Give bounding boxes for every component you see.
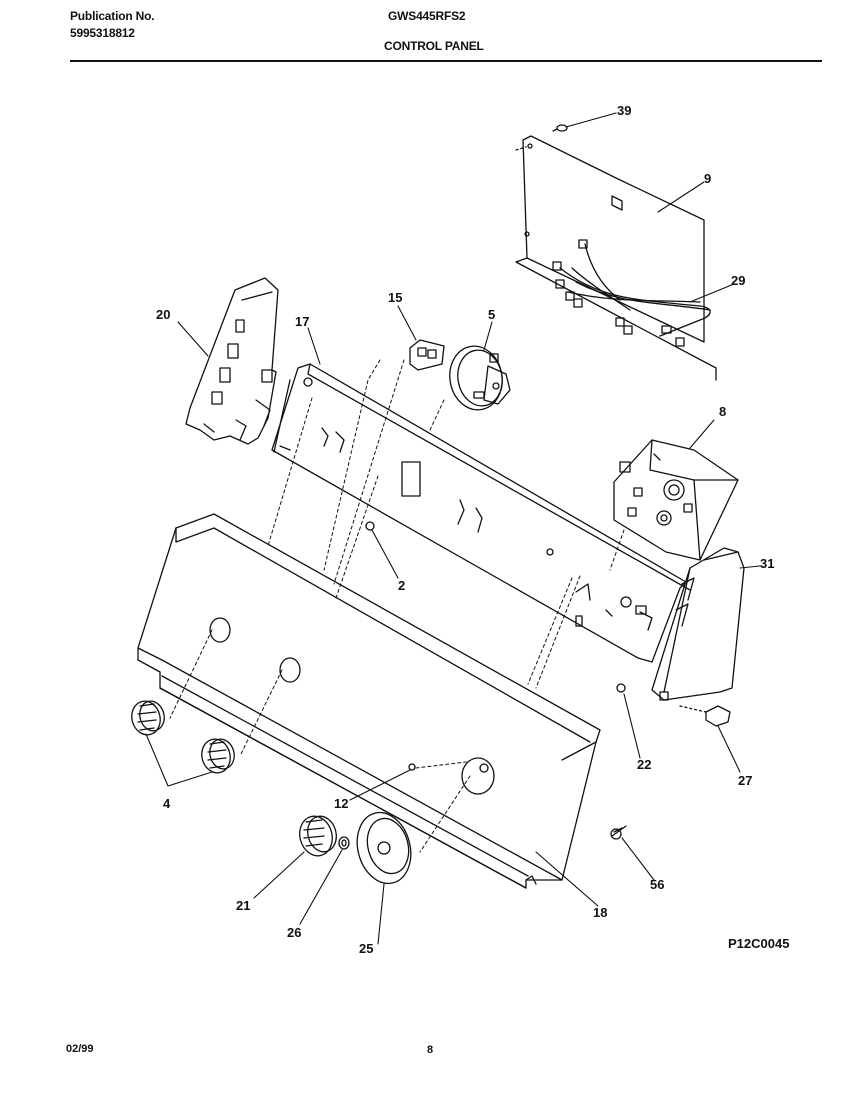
part-15-switch	[409, 339, 445, 371]
callout-18: 18	[593, 905, 607, 920]
part-5-selector-switch	[449, 345, 511, 411]
publication-label: Publication No.	[70, 9, 155, 23]
part-21-knob	[299, 815, 337, 857]
alignment-lines	[169, 359, 625, 853]
part-31-end-cap	[651, 547, 745, 701]
part-8-timer	[613, 439, 739, 561]
figure-code: P12C0045	[728, 936, 790, 951]
callout-29: 29	[731, 273, 745, 288]
part-25-dial	[356, 811, 412, 885]
callout-9: 9	[704, 171, 711, 186]
callout-26: 26	[287, 925, 301, 940]
callout-27: 27	[738, 773, 752, 788]
part-56-screw	[610, 825, 627, 840]
part-9-rear-panel	[515, 135, 717, 381]
callout-17: 17	[295, 314, 309, 329]
header-rule	[70, 60, 822, 62]
model-number: GWS445RFS2	[388, 9, 466, 23]
part-4-knobs	[131, 700, 235, 774]
part-26-washer	[338, 836, 350, 850]
callout-15: 15	[388, 290, 402, 305]
part-20-left-bracket	[185, 277, 279, 445]
callout-21: 21	[236, 898, 250, 913]
page-number: 8	[427, 1044, 434, 1056]
part-27-clip	[679, 705, 731, 727]
part-22-screw	[616, 683, 626, 693]
part-12-screw	[408, 763, 416, 771]
callout-12: 12	[334, 796, 348, 811]
callout-25: 25	[359, 941, 373, 956]
section-title: CONTROL PANEL	[384, 39, 484, 53]
publication-date: 02/99	[66, 1043, 94, 1055]
callout-5: 5	[488, 307, 495, 322]
part-2-screw	[365, 521, 375, 531]
callout-2: 2	[398, 578, 405, 593]
part-18-console-front	[137, 513, 601, 889]
part-39-screw	[552, 124, 568, 132]
callout-39: 39	[617, 103, 631, 118]
callout-31: 31	[760, 556, 774, 571]
callout-4: 4	[163, 796, 171, 811]
leader-lines	[145, 112, 761, 945]
part-29-wire-harness	[552, 239, 711, 347]
callout-56: 56	[650, 877, 664, 892]
callout-20: 20	[156, 307, 170, 322]
callout-22: 22	[637, 757, 651, 772]
publication-number: 5995318812	[70, 26, 135, 40]
callout-8: 8	[719, 404, 726, 419]
part-17-panel-backplate	[271, 363, 691, 663]
